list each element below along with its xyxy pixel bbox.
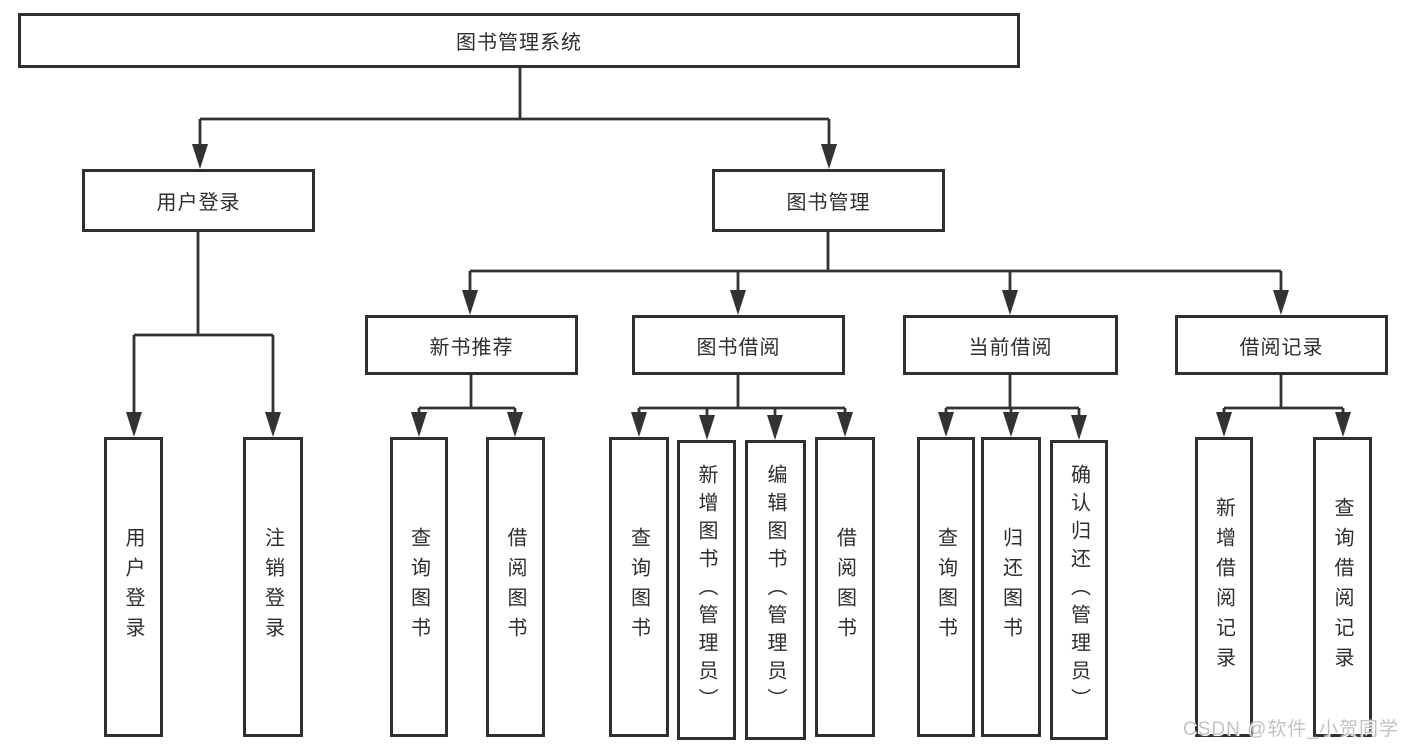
- leaf-bb-query-books: 查询图书: [609, 437, 669, 737]
- leaf-nbr-query-books: 查询图书: [390, 437, 448, 737]
- node-borrow-records: 借阅记录: [1175, 315, 1388, 375]
- connector-book-borrow-leaves: [637, 375, 847, 424]
- leaf-br-query-record: 查询借阅记录: [1313, 437, 1372, 737]
- leaf-br-add-record: 新增借阅记录: [1195, 437, 1253, 737]
- leaf-logout: 注销登录: [243, 437, 303, 737]
- node-library-system: 图书管理系统: [18, 13, 1020, 68]
- node-book-borrow: 图书借阅: [632, 315, 845, 375]
- leaf-bb-borrow-books: 借阅图书: [815, 437, 875, 737]
- connector-root-to-level2: [198, 66, 831, 152]
- leaf-cb-confirm-return-admin: 确认归还（管理员）: [1050, 440, 1108, 740]
- connector-current-borrow-leaves: [944, 375, 1081, 424]
- leaf-bb-add-books-admin: 新增图书（管理员）: [677, 440, 736, 740]
- node-current-borrow: 当前借阅: [903, 315, 1118, 375]
- node-new-book-recommend: 新书推荐: [365, 315, 578, 375]
- leaf-cb-query-books: 查询图书: [917, 437, 975, 737]
- connector-borrow-records-leaves: [1222, 375, 1345, 421]
- connector-new-book-leaves: [417, 375, 517, 421]
- node-book-management: 图书管理: [712, 169, 945, 232]
- leaf-nbr-borrow-books: 借阅图书: [486, 437, 545, 737]
- leaf-user-login: 用户登录: [104, 437, 163, 737]
- leaf-cb-return-books: 归还图书: [981, 437, 1041, 737]
- node-user-login: 用户登录: [82, 169, 315, 232]
- leaf-bb-edit-books-admin: 编辑图书（管理员）: [745, 440, 806, 740]
- csdn-watermark: CSDN @软件_小贺同学: [1183, 719, 1399, 740]
- connector-book-mgmt-to-level3: [468, 232, 1283, 298]
- connector-user-login-leaves: [132, 232, 275, 420]
